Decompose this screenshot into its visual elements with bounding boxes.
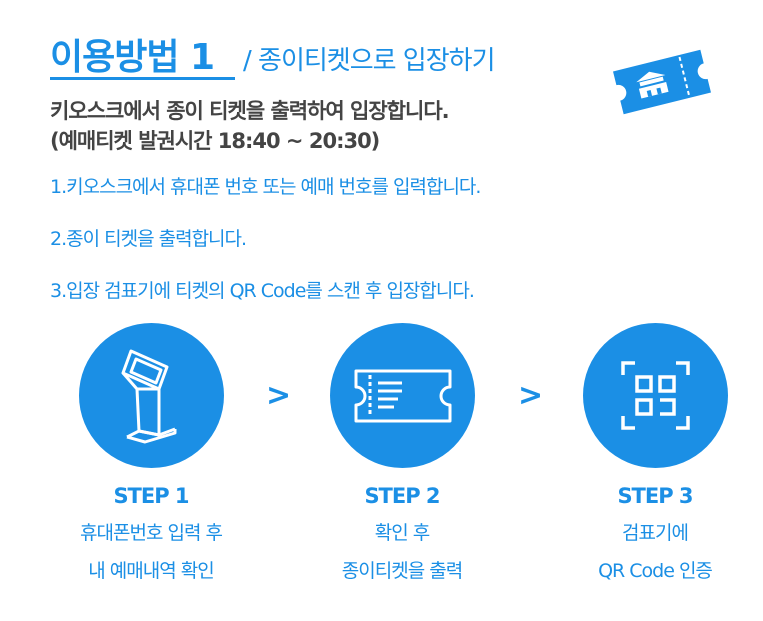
page-subtitle: / 종이티켓으로 입장하기: [243, 46, 495, 76]
next-arrow: >: [266, 378, 292, 413]
instruction-item: 3.입장 검표기에 티켓의 QR Code를 스캔 후 입장합니다.: [50, 280, 475, 302]
step-2-title: STEP 2: [364, 484, 440, 508]
headline-line-1: 키오스크에서 종이 티켓을 출력하여 입장합니다.: [50, 99, 450, 123]
step-1-desc-line-2: 내 예매내역 확인: [88, 560, 214, 582]
step-1-desc-line-1: 휴대폰번호 입력 후: [80, 522, 223, 544]
kiosk-icon: [79, 323, 224, 468]
page-title: 이용방법 1: [50, 37, 215, 78]
step-2-desc-line-2: 종이티켓을 출력: [341, 560, 463, 582]
title-underline: [50, 77, 235, 80]
instruction-item: 1.키오스크에서 휴대폰 번호 또는 예매 번호를 입력합니다.: [50, 176, 481, 198]
palace-ticket-icon: [603, 42, 721, 122]
headline-line-2: (예매티켓 발권시간 18:40 ~ 20:30): [50, 129, 380, 153]
step-3-desc-line-2: QR Code 인증: [598, 560, 713, 582]
step-1-title: STEP 1: [113, 484, 189, 508]
step-3-title: STEP 3: [617, 484, 693, 508]
step-2-desc-line-1: 확인 후: [374, 522, 430, 544]
step-3-desc-line-1: 검표기에: [622, 522, 689, 544]
ticket-icon: [330, 323, 475, 468]
next-arrow: >: [518, 378, 544, 413]
headline: 키오스크에서 종이 티켓을 출력하여 입장합니다. (예매티켓 발권시간 18:…: [50, 96, 450, 156]
instruction-list: 1.키오스크에서 휴대폰 번호 또는 예매 번호를 입력합니다. 2.종이 티켓…: [50, 172, 481, 328]
instruction-item: 2.종이 티켓을 출력합니다.: [50, 228, 247, 250]
qr-scan-icon: [583, 323, 728, 468]
